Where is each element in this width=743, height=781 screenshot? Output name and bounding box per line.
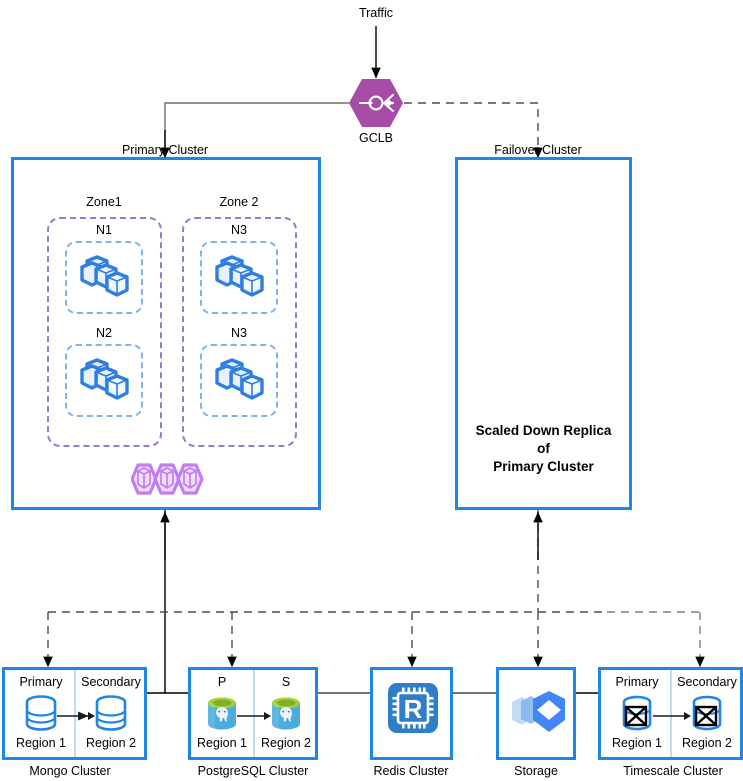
postgres-divider: [253, 670, 255, 757]
redis-cluster-caption: Redis Cluster: [373, 764, 449, 778]
zone-2-label: Zone 2: [219, 195, 259, 209]
pods-icon: [213, 358, 269, 406]
postgres-replication-arrow: [237, 712, 271, 720]
timescale-db-icon: [690, 695, 724, 736]
failover-text-line-1: Scaled Down Replica: [475, 423, 612, 438]
mongo-secondary-label: Secondary: [81, 675, 141, 689]
redis-chip-icon: R: [387, 682, 439, 739]
postgres-primary-label: P: [217, 675, 227, 689]
failover-text-line-3: Primary Cluster: [493, 459, 594, 475]
node-n2-label: N2: [96, 326, 112, 340]
postgresql-cluster-tile[interactable]: P S: [188, 667, 318, 760]
failover-cluster-label: Failover Cluster: [494, 143, 582, 157]
timescale-replication-arrow: [653, 712, 691, 720]
purple-pods-icon: [130, 462, 205, 496]
node-n3a-box[interactable]: [200, 241, 278, 314]
mongo-region-2-label: Region 2: [85, 736, 137, 750]
node-n3b-label: N3: [231, 326, 247, 340]
pods-icon: [78, 358, 134, 406]
postgres-region-2-label: Region 2: [260, 736, 312, 750]
redis-cluster-tile[interactable]: R: [370, 667, 453, 760]
gclb-label: GCLB: [358, 131, 394, 145]
gclb-icon[interactable]: [348, 78, 404, 128]
pods-icon: [78, 255, 134, 303]
primary-cluster-label: Primary Cluster: [121, 143, 209, 157]
storage-tile[interactable]: [496, 667, 576, 760]
mongo-divider: [74, 670, 76, 757]
postgresql-icon: [269, 695, 303, 736]
cloud-storage-icon: [508, 686, 570, 743]
zone-1-label: Zone1: [86, 195, 122, 209]
failover-cluster-box[interactable]: Scaled Down Replica of Primary Cluster: [455, 157, 632, 510]
mongo-region-1-label: Region 1: [15, 736, 67, 750]
zone-1-box[interactable]: [47, 217, 162, 447]
postgres-region-1-label: Region 1: [196, 736, 248, 750]
timescale-region-1-label: Region 1: [611, 736, 663, 750]
failover-text-line-2: of: [537, 441, 550, 457]
timescale-divider: [670, 670, 672, 757]
mongo-replication-arrow: [57, 711, 95, 721]
primary-cluster-box[interactable]: Zone1 N1: [11, 157, 321, 510]
node-n1-label: N1: [96, 223, 112, 237]
storage-caption: Storage: [514, 764, 558, 778]
node-n3b-box[interactable]: [200, 344, 278, 417]
timescale-cluster-tile[interactable]: Primary Secondary: [598, 667, 743, 760]
database-cylinder-icon: [94, 695, 128, 736]
timescale-db-icon: [620, 695, 654, 736]
database-cylinder-icon: [24, 695, 58, 736]
traffic-label: Traffic: [358, 6, 394, 20]
mongo-primary-label: Primary: [19, 675, 63, 689]
postgres-secondary-label: S: [281, 675, 291, 689]
node-n1-box[interactable]: [65, 241, 143, 314]
zone-2-box[interactable]: [182, 217, 297, 447]
failover-cluster-description: Scaled Down Replica of Primary Cluster: [458, 422, 629, 477]
postgresql-icon: [205, 695, 239, 736]
timescale-cluster-caption: Timescale Cluster: [623, 764, 723, 778]
pods-icon: [213, 255, 269, 303]
timescale-secondary-label: Secondary: [677, 675, 737, 689]
node-n2-box[interactable]: [65, 344, 143, 417]
svg-text:R: R: [404, 694, 423, 724]
timescale-primary-label: Primary: [615, 675, 659, 689]
timescale-region-2-label: Region 2: [681, 736, 733, 750]
postgresql-cluster-caption: PostgreSQL Cluster: [197, 764, 309, 778]
node-n3a-label: N3: [231, 223, 247, 237]
mongo-cluster-tile[interactable]: Primary Secondary: [2, 667, 147, 760]
mongo-cluster-caption: Mongo Cluster: [29, 764, 111, 778]
